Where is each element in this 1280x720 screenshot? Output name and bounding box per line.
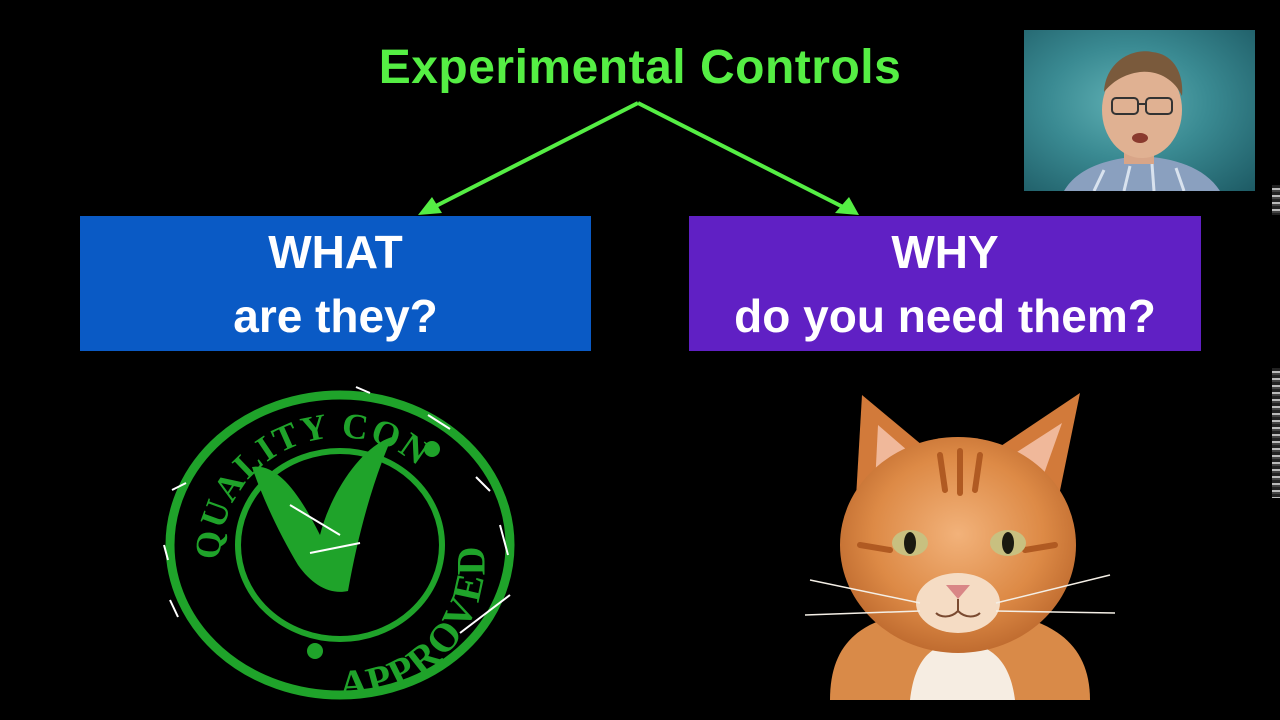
arrow-left [431, 101, 639, 210]
what-box-line1: WHAT [268, 225, 403, 278]
slide-title: Experimental Controls [378, 41, 902, 94]
what-box-line2: are they? [233, 289, 438, 342]
cat-photo [804, 393, 1116, 700]
why-box: WHY do you need them? [689, 216, 1201, 351]
why-box-line2: do you need them? [734, 289, 1156, 342]
arrowhead-left [418, 197, 442, 215]
edge-artifact [1272, 368, 1280, 498]
presenter-figure [1064, 51, 1220, 191]
what-box: WHAT are they? [80, 216, 591, 351]
arrowhead-right [835, 197, 859, 215]
presenter-webcam [1024, 30, 1255, 191]
edge-artifact [1272, 185, 1280, 215]
why-box-line1: WHY [891, 225, 999, 278]
arrow-right [637, 101, 846, 210]
quality-control-stamp-icon: QUALITY CONTROL APPROVED [160, 385, 515, 705]
